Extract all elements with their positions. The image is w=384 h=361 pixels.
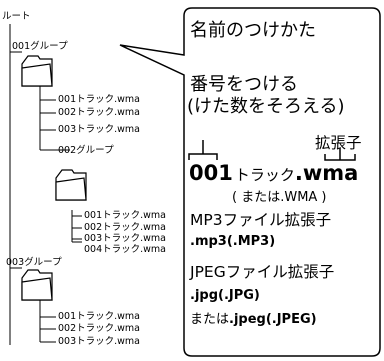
example-number: 001 bbox=[189, 161, 233, 185]
jpeg-alt-ext: .jpeg(.JPEG) bbox=[229, 312, 317, 327]
example-extension: .wma bbox=[294, 161, 359, 185]
file-label: 001トラック.wma bbox=[84, 210, 166, 221]
mp3-label: MP3ファイル拡張子 bbox=[190, 211, 332, 229]
callout-box bbox=[119, 7, 381, 357]
file-label: 001トラック.wma bbox=[58, 94, 140, 105]
file-label: 003トラック.wma bbox=[58, 336, 140, 347]
file-label: 003トラック.wma bbox=[58, 124, 140, 135]
file-label: 002トラック.wma bbox=[58, 323, 140, 334]
file-label: 002トラック.wma bbox=[58, 107, 140, 118]
file-label: 001トラック.wma bbox=[58, 311, 140, 322]
extension-label: 拡張子 bbox=[315, 134, 362, 152]
numbering-line1: 番号をつける bbox=[190, 74, 298, 95]
example-name: トラック bbox=[234, 166, 295, 184]
example-alt-extension: ( または.WMA ) bbox=[232, 190, 327, 205]
numbering-line2: (けた数をそろえる) bbox=[187, 96, 345, 117]
mp3-extension: .mp3(.MP3) bbox=[190, 234, 276, 249]
folder-icon-002 bbox=[55, 169, 87, 201]
file-label: 002トラック.wma bbox=[84, 222, 166, 233]
root-label: ルート bbox=[2, 11, 31, 22]
file-label: 003トラック.wma bbox=[84, 233, 166, 244]
number-bracket bbox=[188, 140, 218, 160]
extension-bracket bbox=[324, 148, 356, 161]
folder-icon-003 bbox=[21, 269, 53, 301]
folder-icon-001 bbox=[21, 55, 53, 87]
group-label: 001グループ bbox=[12, 41, 68, 52]
jpeg-extension: .jpg(.JPG) bbox=[190, 288, 260, 303]
group-label: 003グループ bbox=[6, 257, 62, 268]
file-label: 004トラック.wma bbox=[84, 244, 166, 255]
jpeg-label: JPEGファイル拡張子 bbox=[190, 263, 335, 281]
jpeg-alt-extension: または.jpeg(.JPEG) bbox=[190, 310, 317, 326]
callout-heading: 名前のつけかた bbox=[190, 20, 316, 41]
group-label: 002グループ bbox=[58, 145, 114, 156]
jpeg-alt-prefix: または bbox=[190, 312, 230, 327]
